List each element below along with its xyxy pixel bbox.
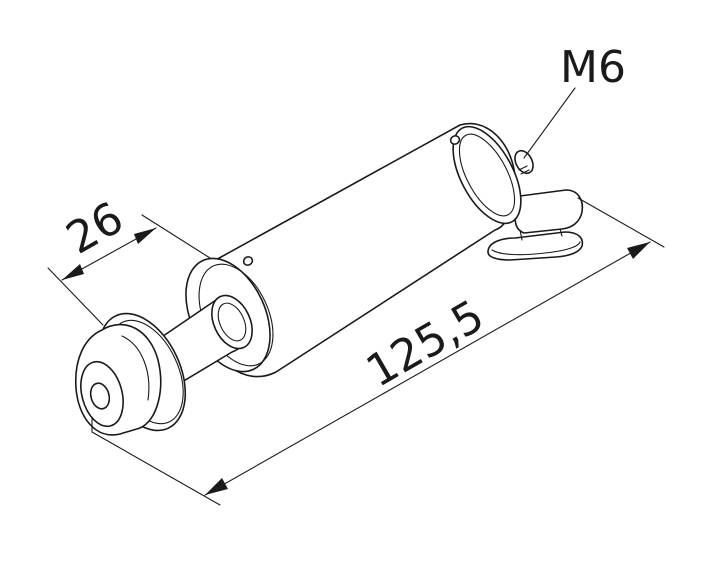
mounting-bracket	[487, 189, 584, 261]
threaded-stud	[514, 149, 534, 175]
rod-end-bore	[89, 382, 111, 410]
thread-leader: M6	[523, 42, 626, 159]
thread-label: M6	[560, 42, 626, 93]
rod-end-cone	[74, 312, 187, 436]
vent-hole-right	[449, 135, 461, 145]
vent-hole-left	[242, 256, 254, 266]
dimension-diameter: 26	[47, 192, 211, 326]
diameter-label: 26	[58, 192, 132, 264]
